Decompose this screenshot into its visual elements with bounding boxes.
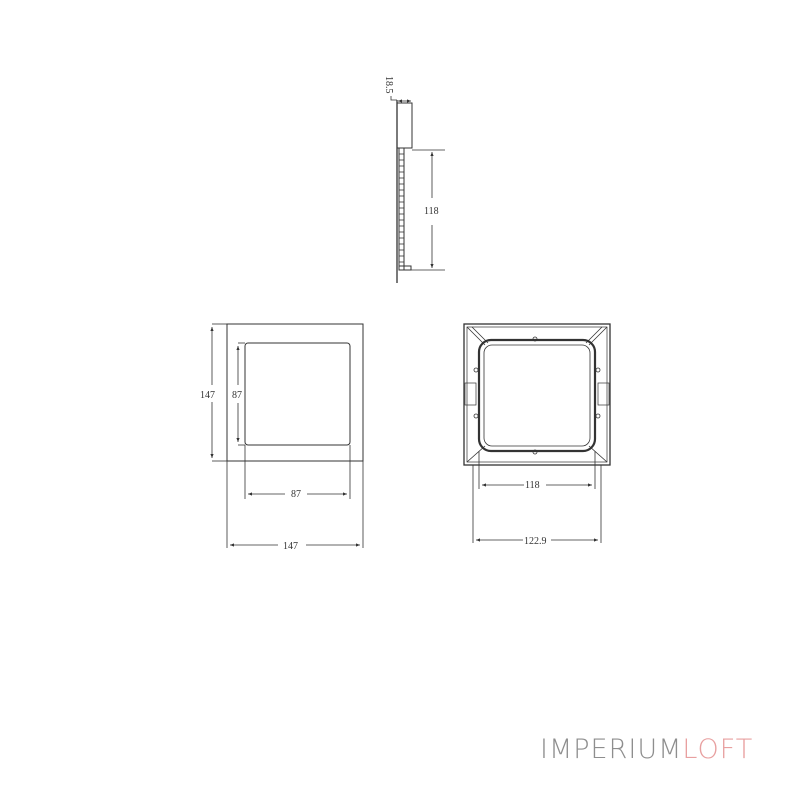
brand-logo-part2: LOFT (682, 734, 754, 765)
back-outer-width-dim: 122.9 (524, 536, 547, 547)
brand-logo-part1: IMPERIUM (540, 734, 683, 765)
front-inner-height-dim: 87 (232, 390, 242, 401)
front-inner-width-dim: 87 (291, 489, 301, 500)
front-view (210, 323, 364, 548)
back-view (463, 323, 611, 543)
side-depth-dim: 18.5 (383, 76, 394, 94)
brand-logo: IMPERIUMLOFT (540, 734, 753, 765)
side-view (390, 96, 445, 283)
back-inner-width-dim: 118 (525, 480, 540, 491)
side-height-dim: 118 (424, 206, 439, 217)
front-outer-width-dim: 147 (283, 541, 298, 552)
front-outer-height-dim: 147 (200, 390, 215, 401)
